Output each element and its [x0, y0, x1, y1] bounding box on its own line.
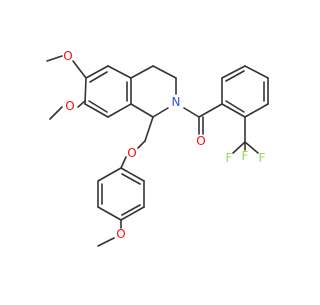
- bond: [120, 167, 145, 182]
- atom-label-oxygen: O: [65, 99, 74, 113]
- bond: [84, 103, 109, 118]
- atom-label-oxygen: O: [63, 49, 72, 63]
- bond: [107, 103, 132, 118]
- bond: [97, 206, 122, 221]
- bond: [152, 65, 177, 79]
- bond: [121, 204, 141, 216]
- structure-diagram: O O N O O O F F F: [46, 49, 269, 247]
- bond: [244, 141, 259, 154]
- bond: [89, 71, 108, 83]
- bond: [85, 65, 109, 79]
- bond: [120, 206, 145, 221]
- bond: [72, 60, 87, 79]
- bond: [244, 65, 269, 79]
- bond: [49, 106, 63, 120]
- bond: [221, 103, 246, 118]
- bond: [198, 103, 223, 118]
- bond: [84, 77, 87, 105]
- bond: [225, 100, 245, 113]
- bond: [88, 100, 108, 113]
- bond: [77, 100, 86, 108]
- bond: [232, 141, 246, 154]
- atom-label-fluorine: F: [259, 151, 266, 165]
- bond: [244, 103, 269, 118]
- molecule-canvas: O O N O O O F F F: [46, 49, 269, 247]
- atom-label-oxygen: O: [116, 227, 125, 241]
- bond: [225, 70, 245, 82]
- atom-label-fluorine: F: [242, 149, 249, 163]
- bond: [130, 65, 154, 79]
- bond: [152, 107, 169, 118]
- bond: [97, 167, 122, 182]
- bond: [97, 237, 115, 247]
- bond: [120, 156, 127, 169]
- bond: [137, 140, 146, 149]
- bond: [221, 65, 246, 79]
- atom-label-oxygen: O: [127, 146, 136, 160]
- atom-labels: O O N O O O F F F: [63, 49, 265, 241]
- bond: [107, 65, 132, 79]
- bond: [46, 55, 63, 62]
- atom-label-fluorine: F: [226, 151, 233, 165]
- bond: [130, 103, 154, 118]
- bonds: [46, 55, 269, 247]
- bond: [144, 116, 154, 142]
- atom-label-oxygen: O: [196, 134, 205, 148]
- bond: [183, 107, 200, 118]
- bond: [121, 173, 141, 185]
- atom-label-nitrogen: N: [172, 95, 181, 109]
